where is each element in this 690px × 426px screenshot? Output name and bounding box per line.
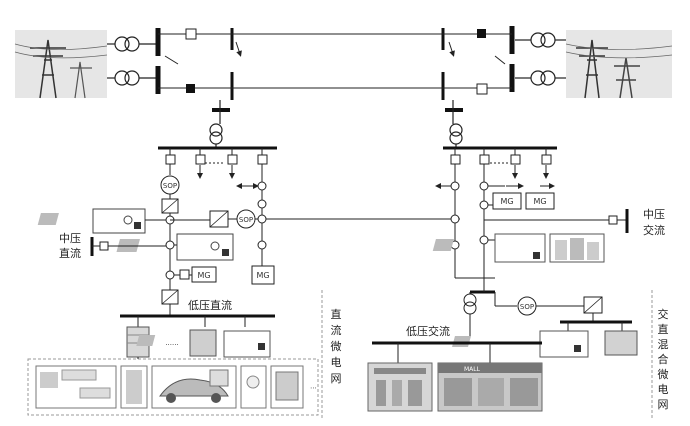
dc-appliance-box: ⋯ bbox=[27, 357, 319, 416]
hybrid-char-6: 电 bbox=[658, 383, 669, 396]
lv-dc-converter: 低压直流 bbox=[161, 289, 232, 316]
sop-right: SOP bbox=[517, 296, 603, 322]
pv-battery-unit-left-1 bbox=[37, 208, 146, 234]
left-converter-mid: SOP bbox=[170, 209, 460, 229]
mv-transformers bbox=[209, 100, 463, 148]
mv-ac-label-line2: 交流 bbox=[643, 223, 665, 237]
hybrid-char-4: 合 bbox=[658, 352, 669, 366]
left-transformers bbox=[107, 36, 158, 86]
hybrid-char-3: 混 bbox=[658, 338, 669, 351]
mv-ac-label-line1: 中压 bbox=[643, 208, 665, 221]
dc-mg-char-4: 电 bbox=[331, 356, 342, 369]
right-tower-image bbox=[565, 30, 673, 99]
mg-right-2-label: MG bbox=[533, 197, 546, 206]
dc-mg-char-2: 流 bbox=[331, 323, 342, 337]
hybrid-loads bbox=[452, 322, 638, 358]
lv-ac-transformer bbox=[455, 270, 517, 338]
mg-right-1: MG bbox=[492, 192, 522, 210]
lv-ac-block: 低压交流 MALL bbox=[367, 324, 543, 412]
right-pv-buildings bbox=[432, 233, 605, 263]
mv-ac-block: 中压 交流 bbox=[484, 208, 665, 237]
dc-ellipsis: ...... bbox=[165, 339, 178, 347]
mv-bus-breakers bbox=[165, 154, 552, 165]
left-trunk-nodes bbox=[165, 181, 267, 250]
lv-dc-loads: ...... bbox=[126, 326, 271, 358]
pv-battery-unit-left-2 bbox=[116, 233, 234, 261]
mg-left-row: MG bbox=[165, 266, 217, 283]
top-breakers bbox=[185, 28, 488, 95]
mv-dc-label-line1: 中压 bbox=[59, 232, 81, 245]
lv-dc-label: 低压直流 bbox=[188, 298, 232, 312]
lv-ac-label: 低压交流 bbox=[406, 324, 450, 338]
mall-sign: MALL bbox=[464, 366, 481, 373]
svg-text:⋯: ⋯ bbox=[310, 384, 317, 392]
hybrid-char-7: 网 bbox=[658, 398, 669, 411]
hybrid-char-5: 微 bbox=[658, 367, 669, 381]
right-transformers bbox=[515, 32, 566, 86]
mg-left-trunk-label: MG bbox=[256, 271, 269, 280]
dc-mg-char-1: 直 bbox=[331, 307, 342, 321]
sop-label: SOP bbox=[163, 182, 177, 190]
mg-left-trunk: MG bbox=[251, 265, 275, 285]
dc-mg-char-5: 网 bbox=[331, 372, 342, 385]
mv-dc-block: 中压 直流 bbox=[59, 232, 166, 260]
sop-right-label: SOP bbox=[520, 303, 534, 311]
mid-tie-nodes bbox=[257, 214, 460, 224]
left-tower-image bbox=[14, 30, 108, 99]
mg-left-label: MG bbox=[197, 271, 210, 280]
right-trunk-nodes bbox=[450, 181, 489, 250]
hybrid-microgrid-bracket: 交 直 混 合 微 电 网 bbox=[651, 290, 669, 418]
sop-left-top: SOP bbox=[160, 175, 180, 214]
mg-right-1-label: MG bbox=[500, 197, 513, 206]
dc-microgrid-bracket: 直 流 微 电 网 bbox=[321, 290, 342, 418]
top-hv-buses bbox=[155, 26, 515, 100]
dc-mg-char-3: 微 bbox=[331, 339, 342, 353]
hybrid-char-1: 交 bbox=[658, 307, 669, 321]
mg-right-2: MG bbox=[506, 183, 555, 210]
sop-mid-label: SOP bbox=[239, 216, 253, 224]
mv-dc-label-line2: 直流 bbox=[59, 246, 81, 260]
top-feeders bbox=[158, 33, 512, 89]
hybrid-char-2: 直 bbox=[658, 322, 669, 336]
lv-dc-feeders bbox=[137, 316, 246, 327]
